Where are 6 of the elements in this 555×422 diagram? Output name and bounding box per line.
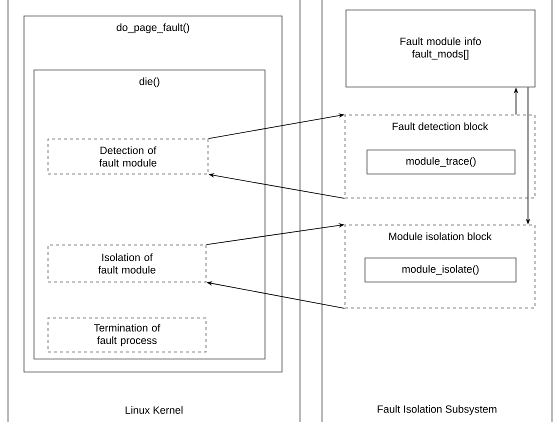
step-box: Detection of fault module: [48, 138, 208, 174]
step-box: Termination of fault process: [48, 318, 206, 352]
info-box: Fault module info fault_mods[]: [346, 10, 536, 88]
step-box: Isolation of fault module: [48, 244, 206, 282]
function-box: module_trace(): [366, 150, 516, 174]
function-box: module_isolate(): [364, 258, 516, 282]
